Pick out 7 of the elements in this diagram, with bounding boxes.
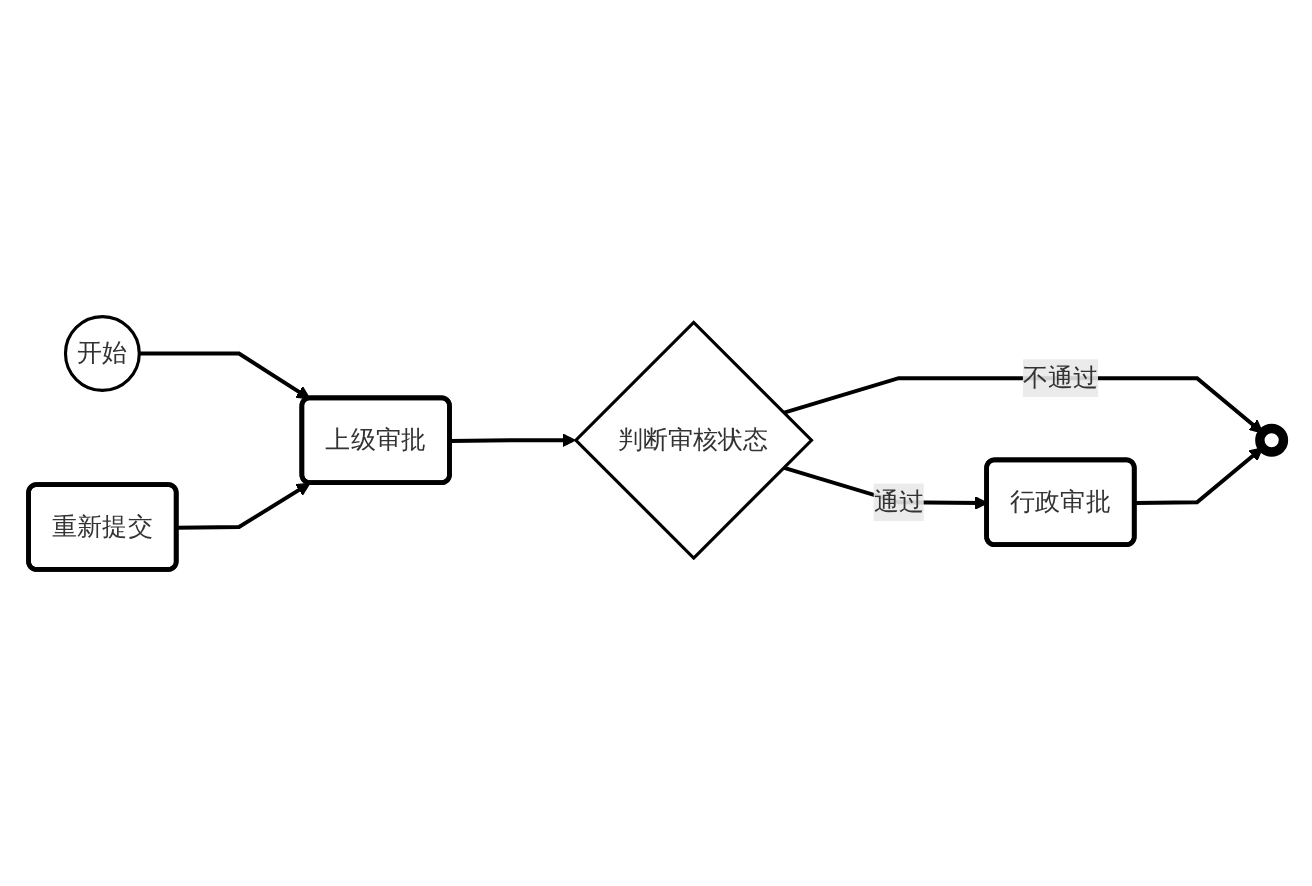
node-circle <box>1255 423 1289 457</box>
edge-label: 通过 <box>873 486 924 517</box>
edge-label: 不通过 <box>1022 362 1099 393</box>
arrow <box>1135 447 1264 506</box>
arrow <box>450 433 576 448</box>
node-circle: 开始 <box>63 315 141 392</box>
node-diamond: 判断审核状态 <box>573 320 814 561</box>
